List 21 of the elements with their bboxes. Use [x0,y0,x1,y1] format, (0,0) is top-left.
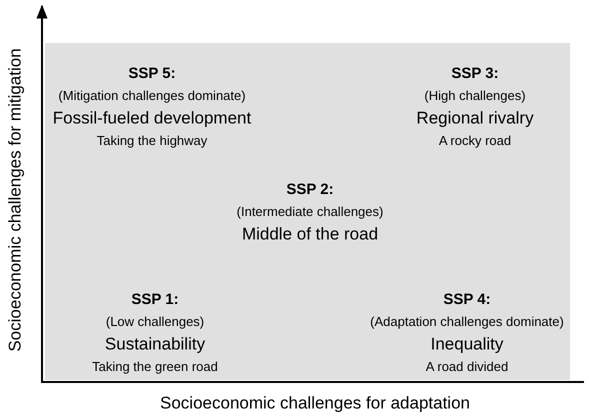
scenario-tagline: A road divided [426,360,508,374]
axis-title: Socioeconomic challenges for mitigation [6,48,26,352]
scenario-tagline: Taking the highway [96,134,208,148]
scenario-name: Sustainability [104,336,206,354]
scenario-title: SSP 3: [451,66,499,82]
scenario-subtitle: (Adaptation challenges dominate) [370,314,564,330]
scenario-subtitle: (Intermediate challenges) [236,204,384,220]
scenario-title: SSP 2: [286,182,334,198]
axis-title: Socioeconomic challenges for adaptation [160,394,470,414]
scenario-subtitle: (High challenges) [424,88,526,104]
scenario-name: Fossil-fueled development [52,110,252,128]
scenario-tagline: A rocky road [438,134,512,148]
scenario-name: Inequality [430,336,504,354]
scenario-tagline: Taking the green road [92,360,218,374]
scenario-name: Middle of the road [242,226,378,244]
scenario-subtitle: (Mitigation challenges dominate) [58,88,246,104]
scenario-title: SSP 1: [131,292,179,308]
scenario-subtitle: (Low challenges) [106,314,204,330]
scenario-name: Regional rivalry [416,110,534,128]
scenario-title: SSP 4: [443,292,491,308]
scenario-title: SSP 5: [128,66,176,82]
